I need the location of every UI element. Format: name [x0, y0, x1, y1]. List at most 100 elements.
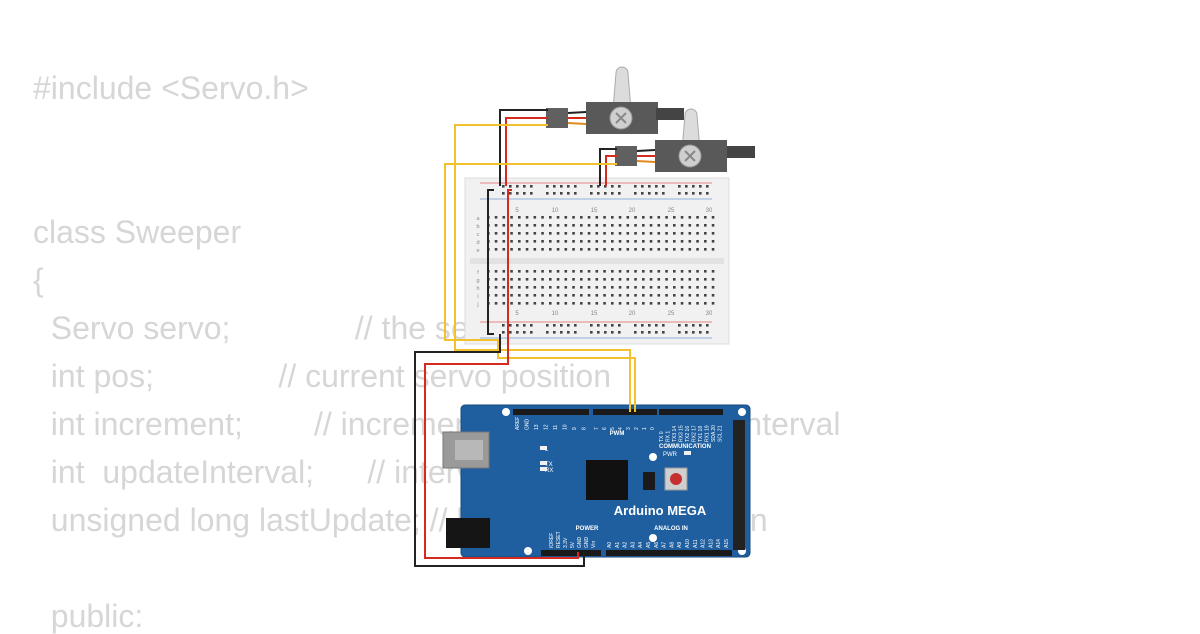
breadboard-hole	[618, 224, 622, 227]
breadboard-hole	[696, 286, 699, 289]
led-rx-label: RX	[545, 468, 553, 474]
breadboard-hole	[510, 302, 513, 305]
bb-row-f: f	[477, 270, 479, 276]
breadboard-hole	[665, 240, 668, 243]
breadboard-hole	[642, 302, 645, 305]
breadboard-hole	[711, 240, 715, 243]
breadboard-hole	[648, 192, 651, 195]
breadboard-hole	[655, 185, 658, 188]
breadboard-hole	[595, 248, 599, 251]
breadboard-hole	[657, 270, 661, 273]
wires	[414, 109, 656, 567]
breadboard-hole	[553, 192, 556, 195]
breadboard-hole	[567, 331, 570, 334]
pin-label-analog: A11	[693, 539, 699, 548]
breadboard-hole	[603, 278, 606, 281]
breadboard-hole	[533, 302, 537, 305]
bb-row-g: g	[476, 278, 479, 284]
breadboard-hole	[603, 294, 606, 297]
pin-label-power: 5V	[570, 541, 576, 548]
breadboard-hole	[546, 185, 549, 188]
breadboard-hole	[541, 278, 544, 281]
wire-black-gnd-to-board	[414, 334, 585, 567]
breadboard-hole	[590, 324, 593, 327]
breadboard-hole	[611, 248, 614, 251]
bb-col-25-bottom: 25	[668, 311, 675, 317]
breadboard-hole	[587, 294, 591, 297]
breadboard-hole	[662, 324, 665, 327]
breadboard-hole	[673, 286, 676, 289]
pin-label-comm: SDA 20	[711, 425, 717, 442]
breadboard-hole	[699, 331, 702, 334]
breadboard-hole	[509, 192, 512, 195]
breadboard-hole	[502, 232, 506, 235]
breadboard-hole	[510, 248, 513, 251]
breadboard-hole	[611, 192, 614, 195]
breadboard-hole	[642, 224, 645, 227]
breadboard-hole	[699, 324, 702, 327]
breadboard-hole	[649, 278, 653, 281]
wire-yellow-servo1-signal	[454, 124, 631, 412]
breadboard-hole	[665, 224, 668, 227]
pin-label-analog: A9	[677, 542, 683, 548]
breadboard-hole	[603, 286, 606, 289]
breadboard-hole	[494, 270, 498, 273]
breadboard-hole	[634, 240, 637, 243]
servo-motor-1	[546, 66, 684, 134]
breadboard-hole	[655, 331, 658, 334]
breadboard-hole	[649, 240, 653, 243]
breadboard-hole	[580, 270, 583, 273]
code-line-pos: int pos; // current servo position	[33, 358, 612, 394]
breadboard-hole	[704, 240, 707, 243]
breadboard-hole	[618, 240, 622, 243]
pin-label-pwm: 3	[626, 427, 632, 430]
breadboard-hole	[574, 331, 577, 334]
breadboard-hole	[711, 248, 715, 251]
breadboard-hole	[567, 185, 570, 188]
breadboard-hole	[525, 278, 529, 281]
pin-label-top: 9	[572, 427, 578, 430]
breadboard-hole	[611, 224, 614, 227]
breadboard-hole	[595, 240, 599, 243]
breadboard-hole	[603, 248, 606, 251]
breadboard-hole	[657, 248, 661, 251]
breadboard-hole	[549, 248, 552, 251]
breadboard-hole	[518, 286, 521, 289]
breadboard-hole	[533, 270, 537, 273]
wire-red-servo1-5v	[505, 117, 548, 186]
breadboard-hole	[597, 331, 600, 334]
breadboard-hole	[494, 302, 498, 305]
breadboard-hole	[574, 185, 577, 188]
breadboard-hole	[649, 302, 653, 305]
breadboard-hole	[649, 224, 653, 227]
breadboard-hole	[572, 248, 575, 251]
breadboard-hole	[533, 294, 537, 297]
breadboard-hole	[711, 286, 715, 289]
pin-label-comm: RX3 15	[679, 425, 685, 442]
breadboard-hole	[706, 324, 709, 327]
communication-header-label: COMMUNICATION	[659, 444, 711, 450]
bb-row-j: j	[476, 302, 478, 308]
breadboard-hole	[560, 324, 563, 327]
breadboard-hole	[680, 232, 684, 235]
bb-col-15: 15	[591, 208, 598, 214]
breadboard-hole	[665, 278, 668, 281]
breadboard-hole	[587, 216, 591, 219]
breadboard-hole	[688, 270, 692, 273]
breadboard-hole	[649, 294, 653, 297]
breadboard-hole	[541, 248, 544, 251]
breadboard-hole	[530, 185, 533, 188]
breadboard-hole	[673, 270, 676, 273]
breadboard-hole	[590, 185, 593, 188]
breadboard-hole	[634, 286, 637, 289]
breadboard-hole	[549, 232, 552, 235]
breadboard-hole	[530, 192, 533, 195]
board-name: Arduino MEGA	[614, 503, 707, 518]
pin-label-pwm: 4	[618, 427, 624, 430]
breadboard-hole	[502, 302, 506, 305]
breadboard-hole	[604, 324, 607, 327]
breadboard-hole	[655, 192, 658, 195]
pin-label-analog: A0	[607, 542, 613, 548]
breadboard-hole	[696, 278, 699, 281]
breadboard-hole	[549, 240, 552, 243]
